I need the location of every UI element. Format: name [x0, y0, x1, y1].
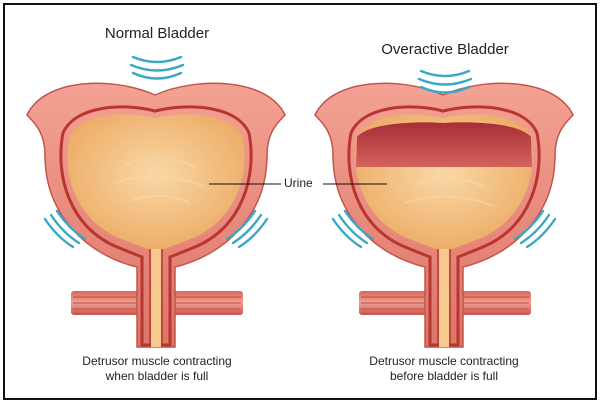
- contraction-band: [356, 122, 532, 167]
- motion-lines-icon: [43, 209, 87, 249]
- urine-left: [67, 114, 245, 249]
- caption-overactive-line-2: before bladder is full: [389, 369, 499, 383]
- bladder-illustration: [26, 55, 574, 348]
- motion-lines-icon: [331, 209, 375, 249]
- caption-normal: Detrusor muscle contracting when bladder…: [57, 354, 257, 384]
- caption-normal-line-1: Detrusor muscle contracting: [82, 354, 232, 368]
- motion-lines-icon: [225, 209, 269, 249]
- title-overactive-bladder: Overactive Bladder: [381, 41, 509, 58]
- motion-lines-icon: [513, 209, 557, 249]
- motion-lines-icon: [417, 69, 473, 94]
- caption-overactive-line-1: Detrusor muscle contracting: [369, 354, 519, 368]
- diagram-frame: Normal Bladder Overactive Bladder Urine …: [3, 3, 597, 400]
- urine-label: Urine: [284, 176, 313, 190]
- title-normal-bladder: Normal Bladder: [104, 25, 210, 42]
- caption-overactive: Detrusor muscle contracting before bladd…: [344, 354, 544, 384]
- overactive-bladder: [314, 69, 574, 348]
- caption-normal-line-2: when bladder is full: [105, 369, 209, 383]
- normal-bladder: [26, 55, 286, 348]
- motion-lines-icon: [129, 55, 185, 80]
